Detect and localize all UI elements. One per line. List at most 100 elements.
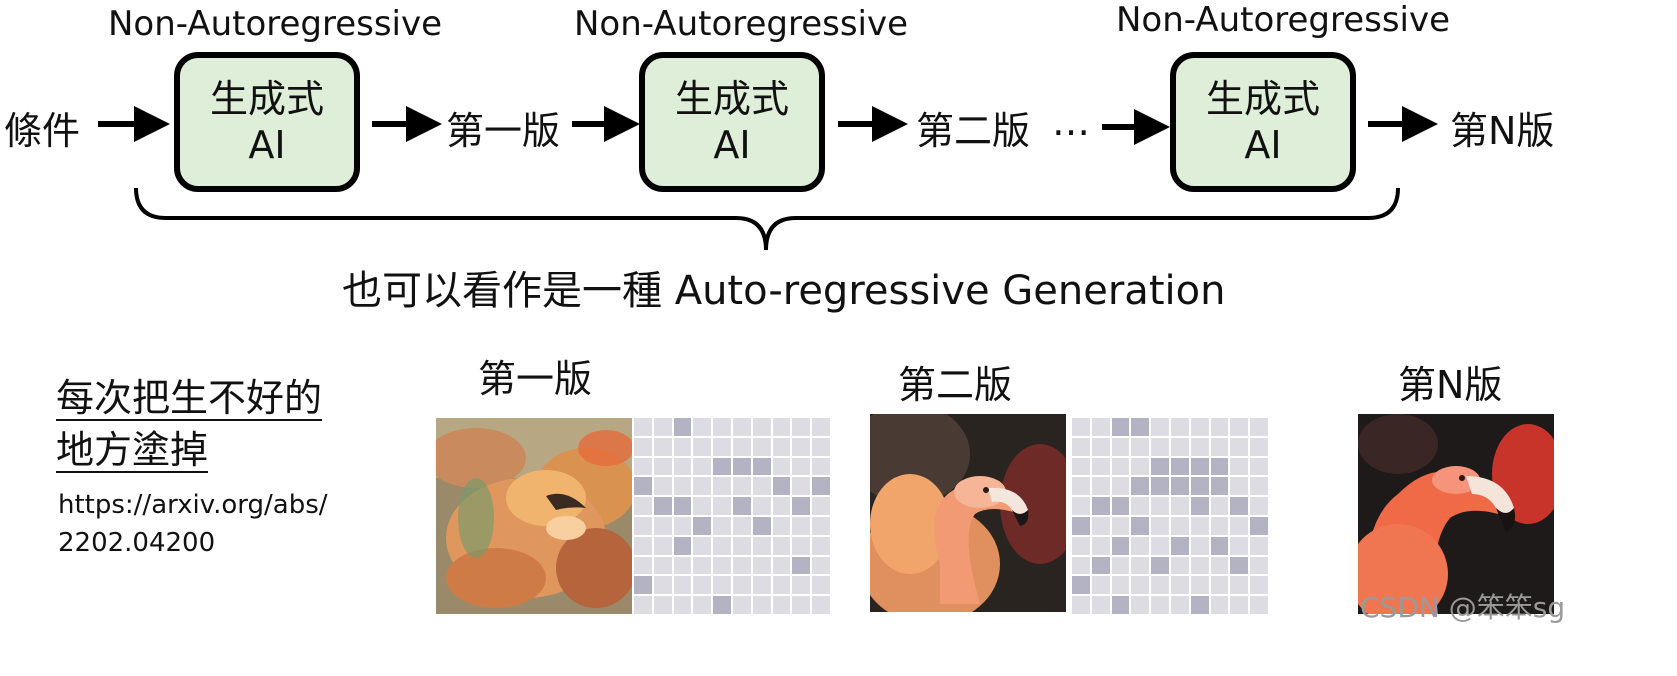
mask-cell — [1210, 497, 1229, 515]
autoregressive-caption: 也可以看作是一種 Auto-regressive Generation — [342, 268, 1226, 314]
mask-cell — [792, 437, 811, 456]
mask-cell — [792, 457, 811, 476]
arxiv-url-line2[interactable]: 2202.04200 — [58, 528, 216, 558]
mask-cell — [1210, 437, 1229, 456]
non-autoregressive-label-3: Non-Autoregressive — [1116, 0, 1451, 40]
mask-cell — [693, 418, 712, 436]
mask-cell — [772, 556, 791, 575]
mask-grid-v1 — [634, 418, 830, 614]
mask-cell — [732, 576, 751, 595]
mask-cell — [1250, 596, 1268, 614]
mask-cell — [1210, 477, 1229, 496]
mask-cell — [1250, 418, 1268, 436]
arxiv-url-line1[interactable]: https://arxiv.org/abs/ — [58, 490, 328, 520]
mask-cell — [713, 457, 731, 476]
mask-cell — [1190, 457, 1209, 476]
mask-note-line1: 每次把生不好的 — [56, 376, 323, 420]
arxiv-url[interactable]: https://arxiv.org/abs/ 2202.04200 — [58, 486, 328, 562]
mask-cell — [713, 556, 731, 575]
mask-cell — [1151, 477, 1169, 496]
mask-cell — [772, 437, 791, 456]
mask-note: 每次把生不好的 地方塗掉 — [56, 372, 322, 476]
mask-cell — [1111, 556, 1130, 575]
mask-cell — [673, 457, 692, 476]
mask-cell — [792, 497, 811, 515]
mask-cell — [1151, 536, 1169, 555]
mask-cell — [812, 457, 830, 476]
non-autoregressive-label-2: Non-Autoregressive — [574, 4, 909, 44]
mask-cell — [1230, 477, 1249, 496]
mask-cell — [732, 516, 751, 535]
mask-cell — [752, 457, 771, 476]
mask-cell — [1111, 497, 1130, 515]
mask-cell — [673, 556, 692, 575]
non-autoregressive-label-1: Non-Autoregressive — [108, 4, 443, 44]
mask-cell — [1230, 437, 1249, 456]
mask-cell — [634, 437, 652, 456]
mask-cell — [673, 418, 692, 436]
mask-cell — [1091, 437, 1110, 456]
box-1-line2: AI — [248, 123, 286, 167]
csdn-watermark: CSDN @笨笨sg — [1360, 591, 1566, 624]
box-3-line1: 生成式 — [1205, 77, 1320, 121]
mask-cell — [752, 596, 771, 614]
mask-cell — [653, 457, 672, 476]
mask-cell — [653, 576, 672, 595]
mask-cell — [1072, 556, 1090, 575]
mask-cell — [1111, 437, 1130, 456]
box-2-line1: 生成式 — [674, 77, 789, 121]
mask-cell — [732, 556, 751, 575]
mask-cell — [812, 556, 830, 575]
mask-cell — [812, 576, 830, 595]
mask-cell — [673, 596, 692, 614]
mask-cell — [713, 477, 731, 496]
mask-cell — [1072, 497, 1090, 515]
mask-cell — [634, 418, 652, 436]
mask-cell — [1170, 477, 1189, 496]
mask-cell — [1210, 418, 1229, 436]
mask-cell — [812, 536, 830, 555]
mask-cell — [792, 576, 811, 595]
mask-cell — [1250, 437, 1268, 456]
version-1-label: 第一版 — [446, 109, 561, 153]
mask-cell — [1131, 418, 1150, 436]
mask-cell — [713, 516, 731, 535]
condition-label: 條件 — [4, 109, 81, 153]
mask-cell — [673, 497, 692, 515]
version-n-label: 第N版 — [1450, 109, 1555, 153]
generative-ai-box-2: 生成式 AI — [639, 52, 825, 192]
mask-cell — [1151, 556, 1169, 575]
mask-cell — [1250, 477, 1268, 496]
mask-cell — [1091, 516, 1110, 535]
mask-cell — [1131, 477, 1150, 496]
mask-cell — [1131, 497, 1150, 515]
mask-cell — [1091, 536, 1110, 555]
mask-cell — [1111, 516, 1130, 535]
mask-cell — [772, 418, 791, 436]
mask-cell — [1230, 516, 1249, 535]
version-n-title: 第N版 — [1398, 363, 1503, 407]
mask-cell — [1072, 536, 1090, 555]
mask-cell — [1131, 457, 1150, 476]
mask-cell — [653, 516, 672, 535]
mask-cell — [653, 477, 672, 496]
mask-cell — [732, 437, 751, 456]
mask-cell — [1210, 516, 1229, 535]
mask-cell — [752, 516, 771, 535]
mask-cell — [1151, 418, 1169, 436]
mask-cell — [1151, 596, 1169, 614]
mask-cell — [1170, 497, 1189, 515]
mask-cell — [1190, 596, 1209, 614]
mask-cell — [693, 576, 712, 595]
mask-cell — [653, 437, 672, 456]
version-2-title: 第二版 — [898, 363, 1013, 407]
mask-cell — [693, 516, 712, 535]
mask-cell — [792, 516, 811, 535]
mask-cell — [1170, 418, 1189, 436]
mask-cell — [1230, 596, 1249, 614]
mask-cell — [1250, 516, 1268, 535]
mask-cell — [1111, 536, 1130, 555]
mask-cell — [1170, 536, 1189, 555]
flamingo-image-v2 — [870, 414, 1066, 612]
mask-cell — [1230, 556, 1249, 575]
